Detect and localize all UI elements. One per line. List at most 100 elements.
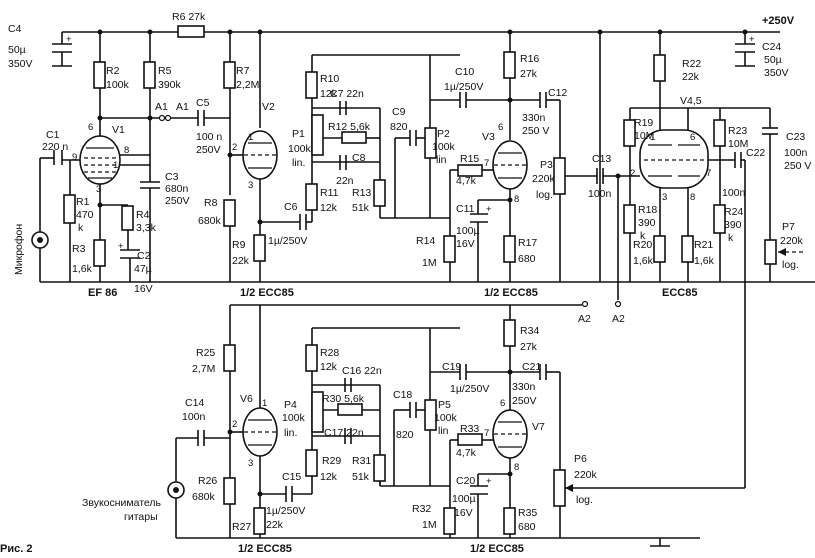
resistor-r25 — [223, 344, 236, 372]
svg-text:C17 22n: C17 22n — [324, 427, 364, 439]
resistor-r4 — [121, 205, 134, 231]
svg-text:390: 390 — [638, 217, 656, 229]
resistor-r12 — [341, 131, 367, 144]
svg-text:220k: 220k — [780, 235, 804, 247]
svg-text:2: 2 — [232, 419, 237, 430]
potentiometer-p4 — [311, 391, 324, 433]
svg-text:C15: C15 — [282, 471, 301, 483]
svg-text:100k: 100k — [432, 141, 456, 153]
svg-text:V4,5: V4,5 — [680, 95, 702, 107]
svg-text:C3: C3 — [165, 171, 179, 183]
resistor-r1 — [63, 194, 76, 224]
resistor-r31 — [373, 454, 386, 482]
resistor-r10 — [305, 71, 318, 99]
resistor-r17 — [503, 235, 516, 263]
svg-text:6: 6 — [690, 132, 695, 143]
svg-text:+: + — [486, 476, 492, 487]
resistor-r30 — [337, 403, 363, 416]
svg-text:C22: C22 — [746, 147, 765, 159]
svg-text:C23: C23 — [786, 131, 805, 143]
svg-text:R27: R27 — [232, 521, 251, 533]
svg-text:2,7M: 2,7M — [192, 363, 215, 375]
svg-text:R34: R34 — [520, 325, 539, 337]
svg-text:8: 8 — [690, 192, 695, 203]
svg-text:27k: 27k — [520, 68, 538, 80]
svg-text:R30 5,6k: R30 5,6k — [322, 393, 365, 405]
svg-text:R10: R10 — [320, 73, 339, 85]
svg-text:lin: lin — [438, 425, 449, 437]
r5-value: 390k — [158, 79, 182, 91]
svg-text:R26: R26 — [198, 475, 217, 487]
svg-text:8: 8 — [514, 462, 519, 473]
svg-text:Звукосниматель: Звукосниматель — [82, 497, 162, 509]
resistor-r18 — [623, 204, 636, 234]
c4-voltage: 350V — [8, 58, 33, 70]
svg-text:R14: R14 — [416, 235, 435, 247]
svg-text:100µ: 100µ — [456, 225, 480, 237]
svg-text:3: 3 — [96, 184, 101, 195]
svg-text:C6: C6 — [284, 201, 298, 213]
svg-text:16V: 16V — [454, 507, 473, 519]
svg-text:R16: R16 — [520, 53, 539, 65]
svg-text:C9: C9 — [392, 106, 406, 118]
svg-text:P7: P7 — [782, 221, 795, 233]
svg-text:log.: log. — [536, 189, 553, 201]
svg-text:12k: 12k — [320, 471, 338, 483]
svg-text:680k: 680k — [192, 491, 216, 503]
svg-text:1,6k: 1,6k — [694, 255, 715, 267]
svg-text:7: 7 — [484, 158, 489, 169]
svg-text:100n: 100n — [182, 411, 206, 423]
svg-text:12k: 12k — [320, 88, 338, 100]
svg-text:P2: P2 — [437, 128, 450, 140]
resistor-r26 — [223, 477, 236, 505]
svg-text:4,7k: 4,7k — [456, 175, 477, 187]
resistor-r9 — [253, 234, 266, 262]
svg-text:10M: 10M — [634, 130, 654, 142]
svg-text:R28: R28 — [320, 347, 339, 359]
svg-text:R8: R8 — [204, 197, 218, 209]
capacitor-c4: + — [52, 32, 72, 67]
svg-text:330n: 330n — [512, 381, 536, 393]
svg-text:390: 390 — [724, 219, 742, 231]
svg-text:1,6k: 1,6k — [633, 255, 654, 267]
svg-text:V6: V6 — [240, 393, 253, 405]
svg-text:R21: R21 — [694, 239, 713, 251]
resistor-r28 — [305, 344, 318, 372]
svg-text:350V: 350V — [764, 67, 789, 79]
node-a1-right: A1 — [176, 101, 189, 113]
svg-text:lin.: lin. — [292, 157, 305, 169]
svg-text:k: k — [78, 222, 84, 234]
svg-text:C20: C20 — [456, 475, 475, 487]
r2-name: R2 — [106, 65, 120, 77]
svg-text:1/2 ECC85: 1/2 ECC85 — [240, 287, 294, 299]
svg-text:22k: 22k — [682, 71, 700, 83]
svg-text:P6: P6 — [574, 453, 587, 465]
svg-text:R12 5,6k: R12 5,6k — [328, 121, 371, 133]
svg-text:470: 470 — [76, 209, 94, 221]
resistor-r22 — [653, 54, 666, 82]
svg-text:680k: 680k — [198, 215, 222, 227]
svg-text:R15: R15 — [460, 153, 479, 165]
svg-text:9: 9 — [72, 152, 77, 163]
svg-text:820: 820 — [390, 121, 408, 133]
svg-text:C19: C19 — [442, 361, 461, 373]
svg-text:R7: R7 — [236, 65, 250, 77]
c5-voltage: 250V — [196, 144, 221, 156]
svg-text:R1: R1 — [76, 196, 90, 208]
svg-text:680: 680 — [518, 521, 536, 533]
svg-text:R22: R22 — [682, 58, 701, 70]
svg-text:22k: 22k — [266, 519, 284, 531]
svg-text:22k: 22k — [232, 255, 250, 267]
svg-text:100k: 100k — [288, 143, 312, 155]
tube-ef86-label: EF 86 — [88, 287, 117, 299]
resistor-r23 — [713, 119, 726, 147]
svg-text:1µ/250V: 1µ/250V — [444, 81, 483, 93]
svg-text:R18: R18 — [638, 204, 657, 216]
svg-text:1/2 ECC85: 1/2 ECC85 — [470, 543, 524, 555]
svg-text:R25: R25 — [196, 347, 215, 359]
svg-text:3: 3 — [662, 192, 667, 203]
svg-text:R32: R32 — [412, 503, 431, 515]
svg-text:R9: R9 — [232, 239, 246, 251]
c4-value: 50µ — [8, 44, 26, 56]
